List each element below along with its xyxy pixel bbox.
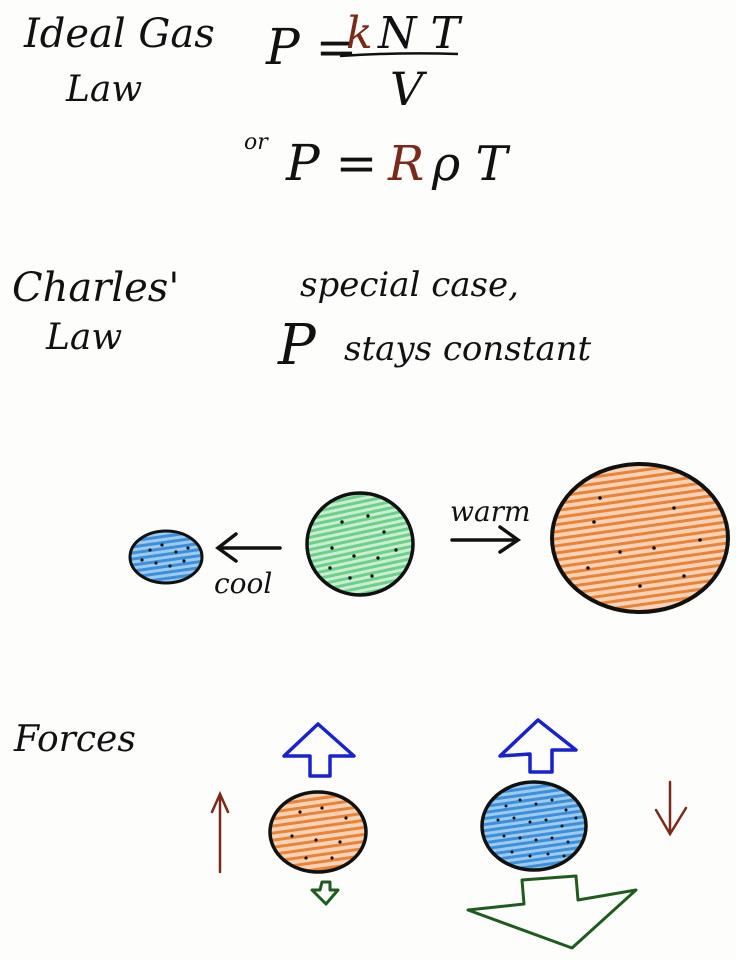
charles-note-line2: stays constant xyxy=(344,329,592,369)
arrow-right-icon xyxy=(450,525,522,554)
right-upward-force-arrow-icon xyxy=(498,718,578,774)
blue-balloon-cool xyxy=(480,780,588,872)
arrow-left-icon xyxy=(215,532,282,563)
charles-title-line2: Law xyxy=(46,317,123,358)
charles-title-line1: Charles' xyxy=(12,265,180,311)
charles-note-P: P xyxy=(278,313,316,378)
fraction-bar xyxy=(339,52,459,58)
ideal-gas-title-line1: Ideal Gas xyxy=(24,11,215,57)
orange-balloon-warm xyxy=(268,790,368,874)
eq1-k: k xyxy=(346,8,373,59)
cool-balloon xyxy=(128,529,204,585)
ideal-gas-title-line2: Law xyxy=(66,69,143,110)
forces-title: Forces xyxy=(14,719,136,760)
charles-note-line1: special case, xyxy=(300,265,519,305)
left-small-downward-arrow-icon xyxy=(310,880,340,906)
left-upward-force-arrow-icon xyxy=(282,722,356,778)
green-balloon xyxy=(305,491,415,597)
eq1-lhs: P = xyxy=(266,18,358,76)
warm-label: warm xyxy=(450,495,531,528)
warm-balloon xyxy=(550,462,730,614)
left-rising-arrow-icon xyxy=(210,790,230,874)
cool-label: cool xyxy=(214,567,273,600)
eq2-R: R xyxy=(388,136,425,192)
right-sinking-arrow-icon xyxy=(654,780,688,837)
or-label: or xyxy=(244,130,268,155)
eq2-rest: ρ T xyxy=(432,136,508,192)
right-large-downward-arrow-icon xyxy=(466,874,638,950)
eq1-numerator-rest: N T xyxy=(378,8,460,59)
eq2-lhs: P = xyxy=(286,134,378,192)
eq1-denominator: V xyxy=(390,62,424,116)
